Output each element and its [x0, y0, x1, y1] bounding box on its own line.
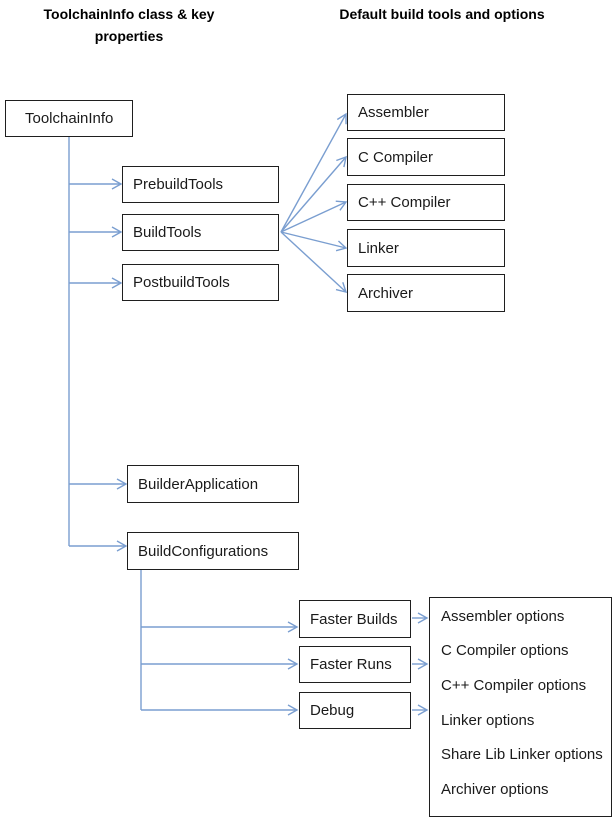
connector-buildtools-assembler	[280, 112, 347, 233]
node-buildtools: BuildTools	[122, 214, 279, 251]
node-options-list: Assembler options C Compiler options C++…	[429, 597, 612, 817]
option-item-cpp-compiler: C++ Compiler options	[441, 676, 587, 694]
connector-buildtools-archiver	[280, 231, 348, 293]
node-cpp-compiler: C++ Compiler	[347, 184, 505, 221]
node-toolchaininfo: ToolchainInfo	[5, 100, 133, 137]
node-faster-builds: Faster Builds	[299, 600, 411, 638]
header-left: ToolchainInfo class & key properties	[29, 3, 229, 47]
connector-buildtools-c-compiler	[280, 155, 347, 233]
node-faster-runs: Faster Runs	[299, 646, 411, 683]
node-linker: Linker	[347, 229, 505, 267]
option-item-c-compiler: C Compiler options	[441, 642, 569, 660]
header-left-line1: ToolchainInfo class & key	[43, 6, 215, 22]
option-item-archiver: Archiver options	[441, 780, 549, 798]
connector-buildtools-cpp-compiler	[280, 200, 348, 233]
node-builder-application: BuilderApplication	[127, 465, 299, 503]
node-build-configurations: BuildConfigurations	[127, 532, 299, 570]
node-assembler: Assembler	[347, 94, 505, 131]
node-prebuildtools: PrebuildTools	[122, 166, 279, 203]
node-archiver: Archiver	[347, 274, 505, 312]
node-c-compiler: C Compiler	[347, 138, 505, 176]
option-item-linker: Linker options	[441, 711, 535, 729]
node-postbuildtools: PostbuildTools	[122, 264, 279, 301]
header-right: Default build tools and options	[339, 6, 545, 22]
option-item-assembler: Assembler options	[441, 607, 565, 625]
option-item-share-lib-linker: Share Lib Linker options	[441, 746, 603, 764]
node-debug: Debug	[299, 692, 411, 729]
header-left-line2: properties	[94, 28, 164, 44]
connector-buildtools-linker	[280, 231, 348, 252]
